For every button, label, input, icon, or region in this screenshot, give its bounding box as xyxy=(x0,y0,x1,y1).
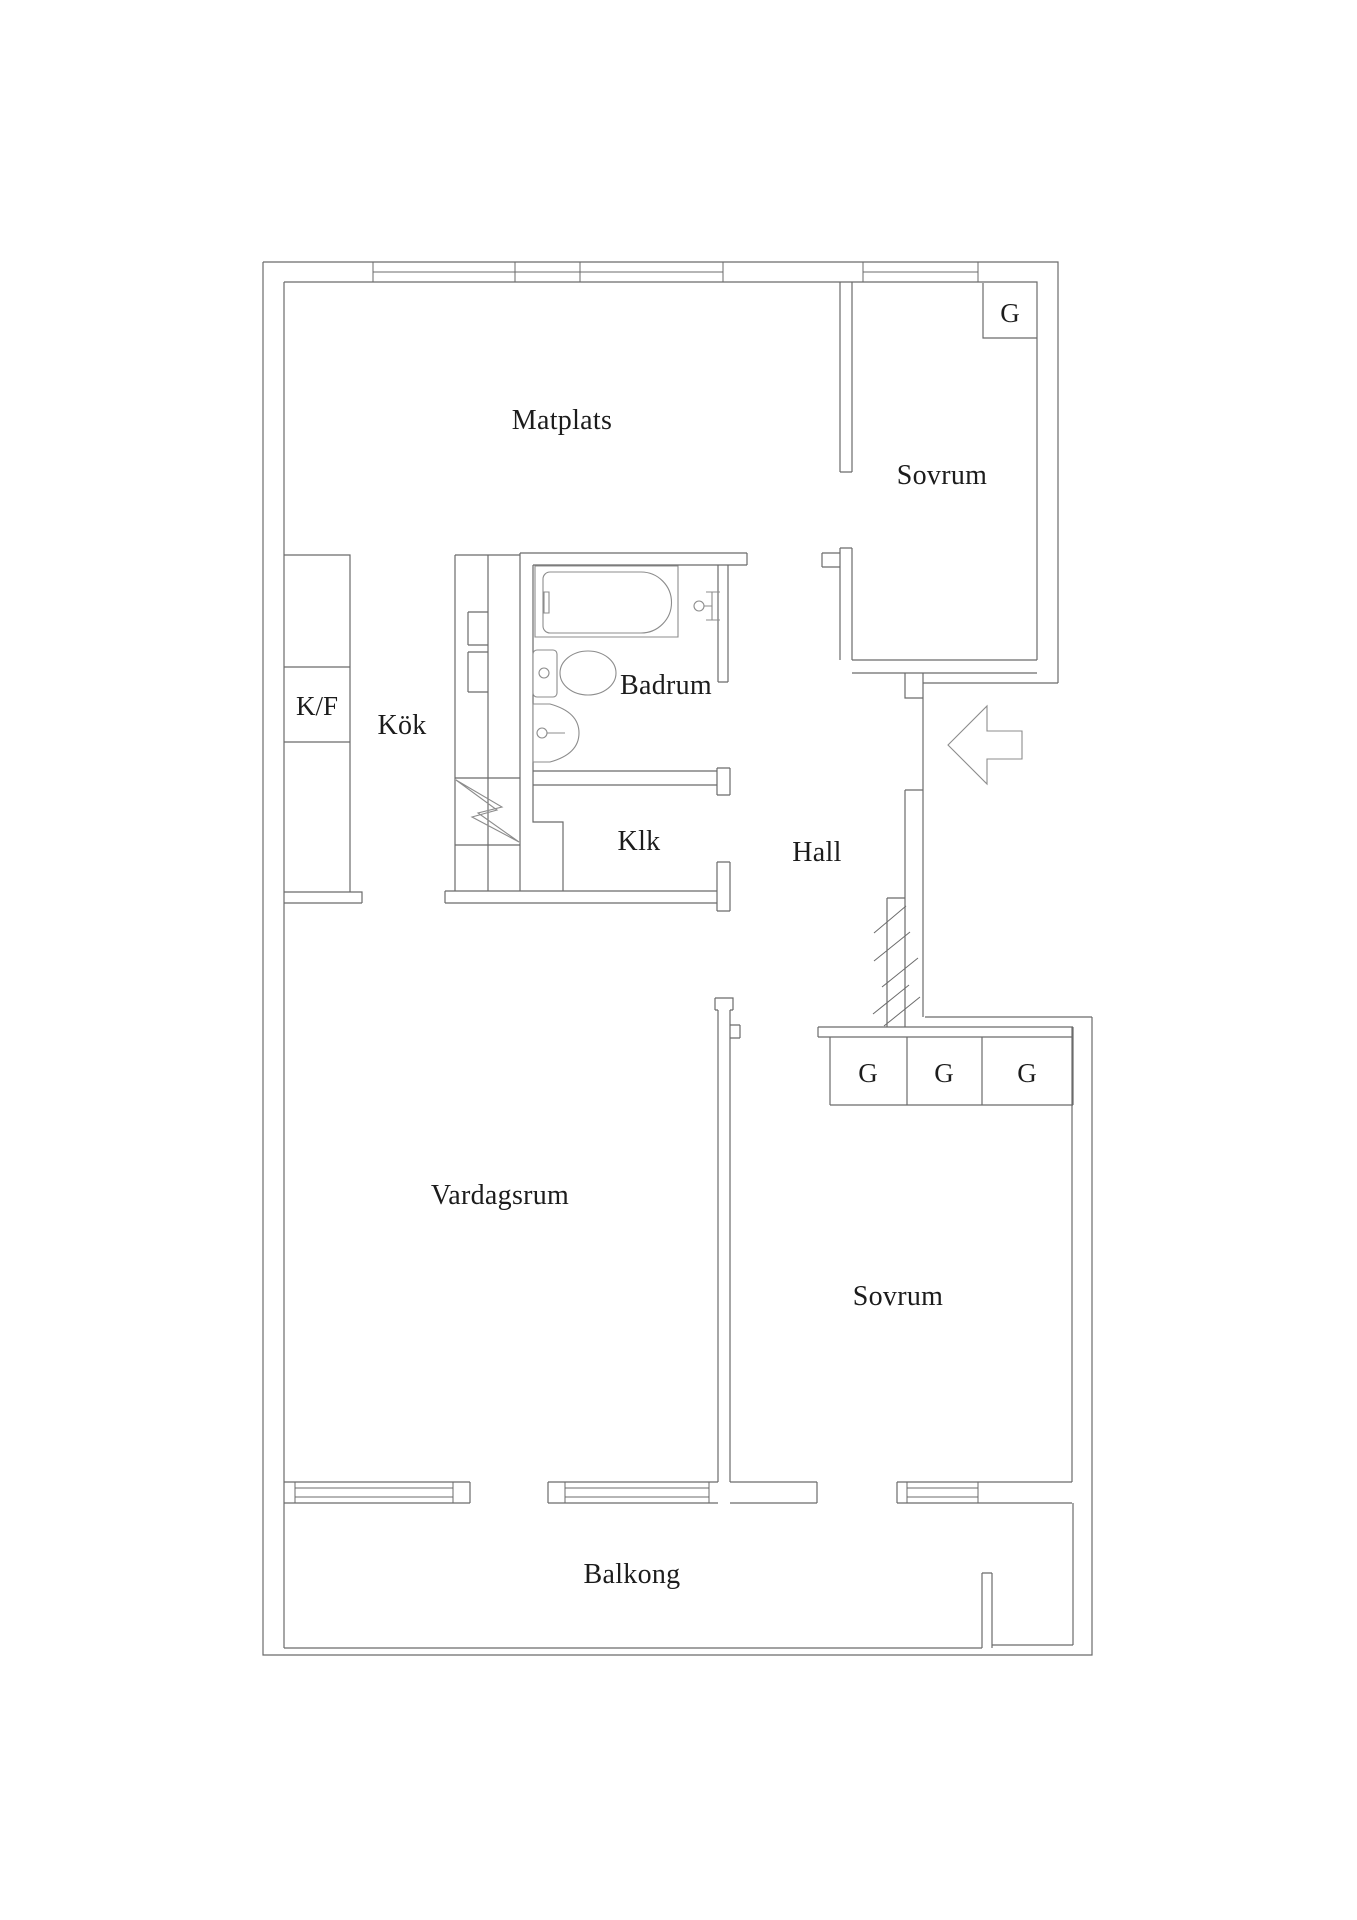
kitchen-counters xyxy=(284,554,520,892)
outer-walls xyxy=(262,261,1093,1656)
balcony-walls xyxy=(284,1503,1074,1649)
room-label-matplats: Matplats xyxy=(512,405,612,436)
shower-mixer-icon xyxy=(693,591,720,621)
bathtub-icon xyxy=(542,571,672,634)
bathroom-fixtures xyxy=(532,565,720,763)
electrical-symbol xyxy=(455,779,520,843)
bathroom-walls xyxy=(284,552,748,912)
label-wardrobe-2: G xyxy=(934,1058,954,1088)
room-label-klk: Klk xyxy=(618,826,661,857)
bedroom-upper-walls xyxy=(821,282,1037,674)
label-wardrobe-upper: G xyxy=(1000,298,1020,328)
room-label-badrum: Badrum xyxy=(620,670,712,701)
bathtub-enclosure xyxy=(534,565,679,638)
top-window-band xyxy=(372,262,979,282)
room-label-sovrum-upper: Sovrum xyxy=(897,460,987,491)
label-fridge-freezer: K/F xyxy=(296,691,338,721)
wall-hatch-marks xyxy=(872,905,921,1027)
room-label-sovrum-lower: Sovrum xyxy=(853,1281,943,1312)
toilet-icon xyxy=(532,649,617,698)
room-label-kok: Kök xyxy=(377,710,426,741)
divider-wall xyxy=(714,997,734,1482)
room-label-balkong: Balkong xyxy=(584,1559,681,1590)
label-wardrobe-3: G xyxy=(1017,1058,1037,1088)
wardrobe-row xyxy=(829,1027,1074,1106)
room-label-hall: Hall xyxy=(792,837,841,868)
bottom-window-wall xyxy=(284,1481,1072,1504)
entrance-walls xyxy=(730,673,1073,1039)
entrance-arrow-icon xyxy=(947,704,1023,786)
sink-icon xyxy=(532,703,580,763)
room-label-vardagsrum: Vardagsrum xyxy=(431,1180,569,1211)
wardrobe-upper-box xyxy=(982,283,1037,339)
label-wardrobe-1: G xyxy=(858,1058,878,1088)
